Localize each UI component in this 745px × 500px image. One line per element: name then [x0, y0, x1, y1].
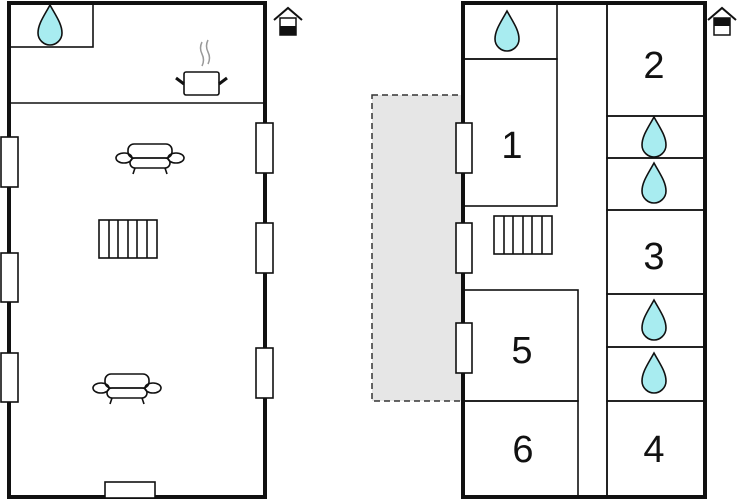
stairs-icon	[98, 219, 158, 259]
sofa-icon	[115, 143, 185, 175]
window	[0, 352, 19, 403]
room-label: 6	[512, 429, 533, 471]
water-drop-icon	[641, 162, 667, 204]
terrace	[371, 94, 464, 402]
window	[0, 252, 19, 303]
ground-floor	[0, 1, 303, 499]
window	[255, 222, 274, 274]
water-drop-icon	[641, 352, 667, 394]
floor-indicator-house-icon	[273, 6, 303, 36]
room-6	[462, 400, 579, 498]
water-drop-icon	[641, 116, 667, 158]
stairs-icon	[493, 215, 553, 255]
room-label: 2	[643, 45, 664, 87]
water-drop-icon	[37, 4, 63, 46]
outer-wall	[461, 1, 707, 499]
window	[0, 136, 19, 188]
room-label: 4	[643, 429, 664, 471]
room-label: 1	[501, 125, 522, 167]
cooking-pot-icon	[175, 39, 228, 96]
floor-indicator-house-icon	[707, 6, 737, 36]
room-4	[606, 400, 706, 498]
entrance-door	[104, 481, 156, 499]
window	[455, 222, 473, 274]
room-label: 3	[643, 236, 664, 278]
water-drop-icon	[641, 299, 667, 341]
window	[455, 322, 473, 374]
upper-floor: 1 2 3 4 5 6	[371, 1, 737, 499]
bathroom	[8, 2, 94, 48]
window	[255, 122, 274, 174]
window	[455, 122, 473, 174]
sofa-icon	[92, 373, 162, 405]
room-label: 5	[511, 330, 532, 372]
window	[255, 347, 274, 399]
water-drop-icon	[494, 10, 520, 52]
